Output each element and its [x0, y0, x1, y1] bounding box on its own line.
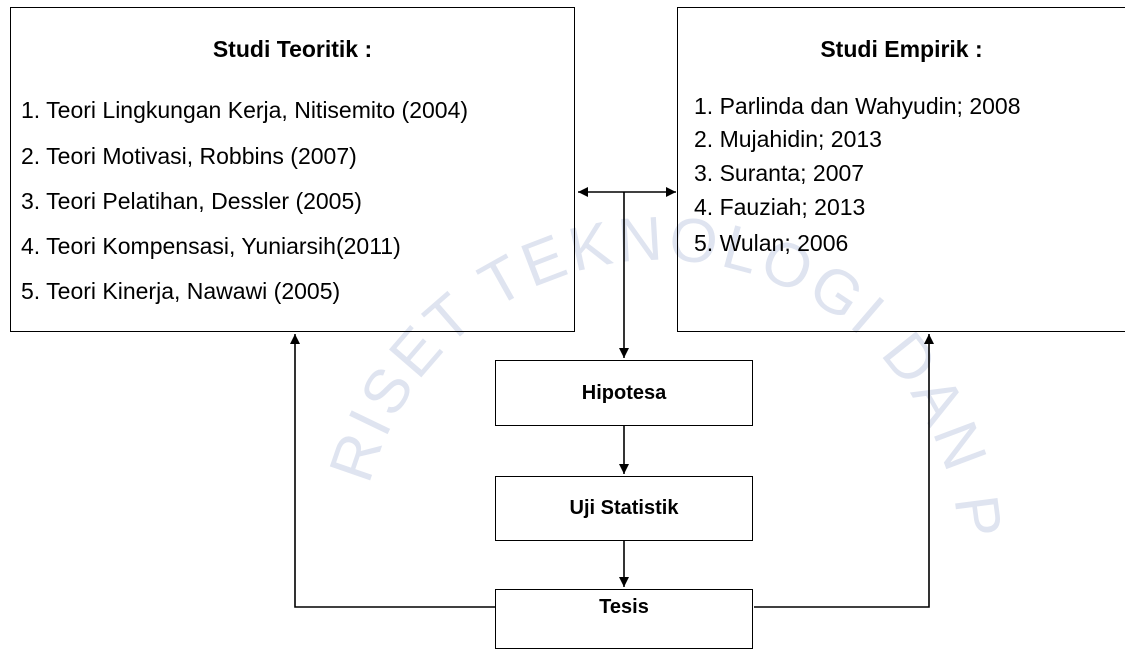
theory-item: 2. Teori Motivasi, Robbins (2007) [21, 143, 357, 169]
empirical-item: 1. Parlinda dan Wahyudin; 2008 [694, 93, 1021, 119]
tesis-box: Tesis [495, 589, 753, 649]
empirical-box: Studi Empirik : 1. Parlinda dan Wahyudin… [677, 7, 1125, 332]
empirical-item: 5. Wulan; 2006 [694, 230, 849, 256]
uji-statistik-box: Uji Statistik [495, 476, 753, 541]
empirical-item: 2. Mujahidin; 2013 [694, 126, 882, 152]
empirical-title: Studi Empirik : [820, 36, 983, 62]
theory-item: 1. Teori Lingkungan Kerja, Nitisemito (2… [21, 97, 469, 123]
feedback-arrow-empirical [754, 334, 934, 608]
empirical-item: 4. Fauziah; 2013 [694, 194, 866, 220]
feedback-arrow-theory [290, 334, 496, 608]
theory-box: Studi Teoritik : 1. Teori Lingkungan Ker… [10, 7, 575, 332]
theory-item: 5. Teori Kinerja, Nawawi (2005) [21, 278, 341, 304]
empirical-item: 3. Suranta; 2007 [694, 160, 865, 186]
theory-item: 4. Teori Kompensasi, Yuniarsih(2011) [21, 233, 401, 259]
theory-item: 3. Teori Pelatihan, Dessler (2005) [21, 188, 362, 214]
theory-title: Studi Teoritik : [212, 36, 373, 62]
hipotesa-box: Hipotesa [495, 360, 753, 426]
